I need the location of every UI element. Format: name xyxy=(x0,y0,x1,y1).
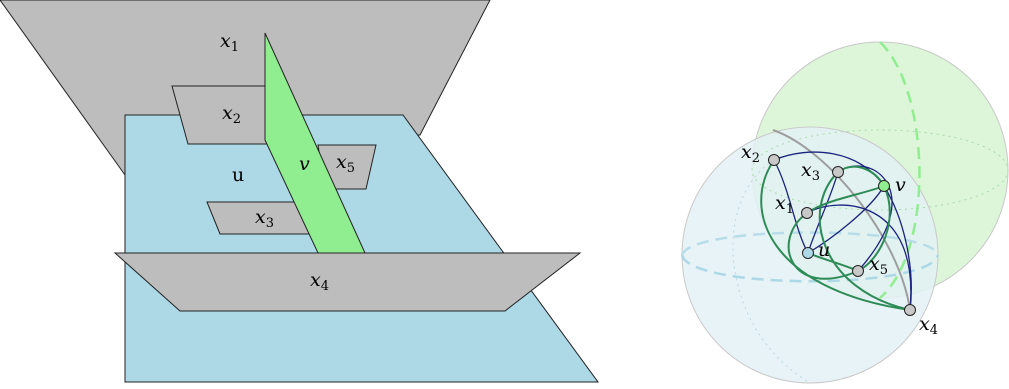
label-x3: x3 xyxy=(255,206,274,231)
node-label-x2: x2 xyxy=(741,141,760,166)
sphere-u-equator-dashed xyxy=(680,231,940,256)
label-x2: x2 xyxy=(222,102,241,127)
node-x1 xyxy=(801,207,813,219)
node-x5 xyxy=(852,265,864,277)
right-figure: x2 x3 v x1 u x5 x4 xyxy=(680,41,1009,384)
node-v xyxy=(878,180,890,192)
curve-green-x3-x4 xyxy=(818,171,911,311)
curve-intersection-gray xyxy=(772,129,911,311)
sphere-v-equator-dotted xyxy=(751,129,1009,211)
node-label-x1: x1 xyxy=(775,192,794,217)
sphere-v-meridian-dashed xyxy=(879,41,921,299)
label-x1: x1 xyxy=(220,30,239,55)
sphere-u-equator-front xyxy=(680,254,940,283)
left-figure: x1 x2 v x5 u x3 x4 xyxy=(0,0,599,383)
node-label-u: u xyxy=(818,239,830,261)
label-x5: x5 xyxy=(336,151,355,176)
node-x2 xyxy=(768,154,780,166)
node-label-x3: x3 xyxy=(801,159,820,184)
curve-blue-x3-u xyxy=(807,171,839,254)
node-label-x4: x4 xyxy=(919,313,938,338)
curve-green-v-x1 xyxy=(806,185,885,214)
node-label-v: v xyxy=(895,174,906,196)
sphere-u-meridian-dotted xyxy=(732,159,811,384)
curve-green-x2-x4 xyxy=(760,159,911,311)
node-x4 xyxy=(904,304,916,316)
curve-green-v-x5 xyxy=(857,185,891,272)
curve-blue-v-x4 xyxy=(883,185,912,311)
curve-blue-x2-u xyxy=(773,159,809,254)
curve-blue-v-u xyxy=(807,185,885,254)
node-x3 xyxy=(832,166,844,178)
label-v: v xyxy=(299,153,310,175)
label-x4: x4 xyxy=(310,269,329,294)
node-u xyxy=(802,247,814,259)
label-u: u xyxy=(232,164,244,186)
curve-green-x1-x5 xyxy=(787,212,859,280)
node-label-x5: x5 xyxy=(869,253,888,278)
region-x4 xyxy=(113,252,582,312)
